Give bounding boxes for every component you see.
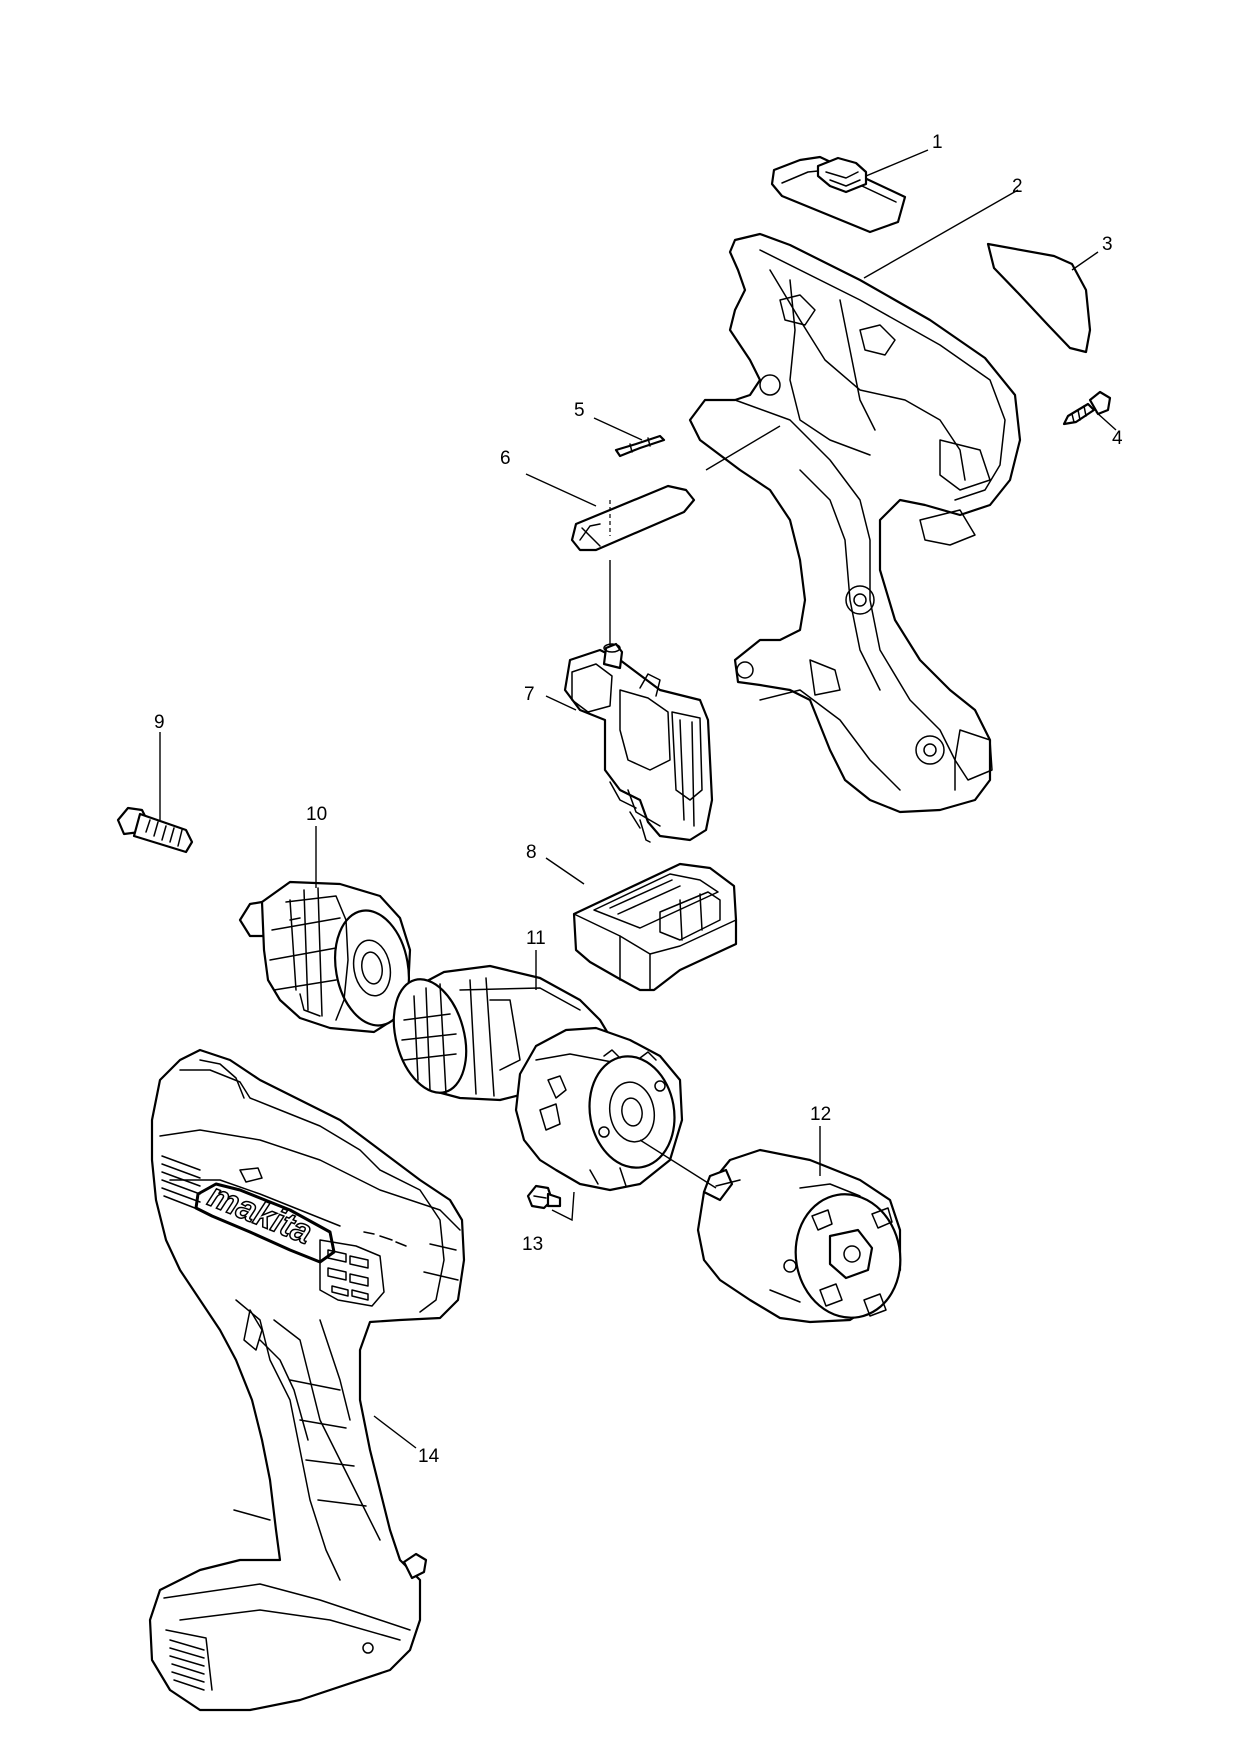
part-14-housing-complete: makita	[148, 1048, 466, 1712]
part-number-13: 13	[522, 1234, 543, 1255]
part-12-dc-motor	[696, 1148, 902, 1324]
part-10-drill-chuck	[238, 880, 412, 1034]
part-number-11: 11	[526, 928, 546, 949]
part-6-change-lever	[570, 484, 696, 552]
part-number-2: 2	[1012, 176, 1023, 197]
part-number-14: 14	[418, 1446, 440, 1467]
part-number-4: 4	[1112, 428, 1123, 449]
part-number-8: 8	[526, 842, 537, 863]
part-number-12: 12	[810, 1104, 831, 1125]
part-number-3: 3	[1102, 234, 1113, 255]
part-2-housing-right	[688, 232, 1022, 814]
part-1-switch-lever	[770, 155, 907, 234]
part-3-name-plate	[986, 242, 1092, 354]
part-7-switch	[563, 642, 714, 843]
part-number-9: 9	[154, 712, 165, 733]
part-numbers: 1 2 3 4 5 6 7 8 9 10 11 12 13 14	[154, 132, 1123, 1467]
part-9-bolt	[116, 806, 194, 854]
part-13-pan-screw	[526, 1184, 562, 1210]
part-8-terminal-base	[572, 862, 738, 992]
part-number-5: 5	[574, 400, 585, 421]
part-number-6: 6	[500, 448, 511, 469]
part-number-7: 7	[524, 684, 535, 705]
part-number-1: 1	[932, 132, 943, 153]
leader-lines	[159, 149, 1117, 1449]
part-number-10: 10	[306, 804, 327, 825]
part-11-gear-assembly	[392, 964, 684, 1192]
part-5-leaf-spring	[614, 434, 666, 458]
